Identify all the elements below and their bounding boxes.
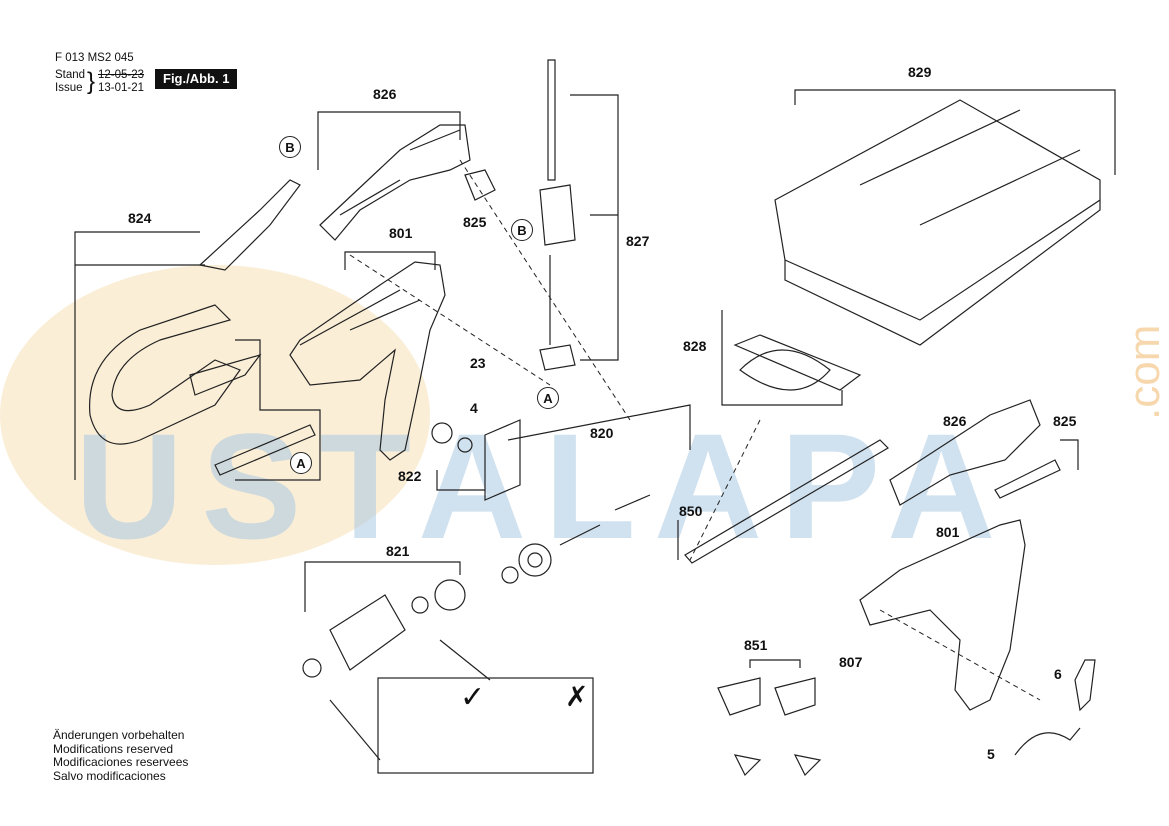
part-801: 801 (389, 225, 413, 241)
part-828: 828 (683, 338, 707, 354)
watermark-text: USTALAPA (75, 402, 1014, 570)
frame-826 (319, 124, 471, 241)
part-23: 23 (470, 355, 486, 371)
issue-date: 13-01-21 (98, 82, 145, 94)
part-825-right: 825 (1053, 413, 1077, 429)
plate-824 (189, 353, 262, 396)
leader-820 (507, 404, 691, 450)
part-850: 850 (679, 503, 703, 519)
housing-801 (289, 261, 446, 461)
strip-824 (214, 424, 316, 476)
plug-5 (1014, 727, 1081, 756)
table-829 (774, 99, 1101, 321)
clamp-851b (774, 677, 816, 716)
stand-label: Stand (55, 69, 86, 81)
leader-801 (344, 251, 436, 270)
part-825 (464, 169, 496, 201)
housing-801b (859, 519, 1026, 711)
motor-821 (329, 594, 406, 671)
part-826-right: 826 (943, 413, 967, 429)
blade-825b (994, 459, 1061, 499)
protractor-828 (733, 334, 862, 391)
inset-box (377, 677, 594, 774)
footer-line-fr: Modificaciones reservees (53, 755, 189, 769)
leader-851 (749, 659, 801, 668)
issue-label: Issue (55, 82, 83, 94)
leader-822 (436, 470, 485, 491)
cable-6 (1074, 659, 1096, 712)
footer-line-de: Änderungen vorbehalten (53, 728, 185, 742)
part-829: 829 (908, 64, 932, 80)
callout-B-left: B (279, 136, 301, 158)
handle-824 (88, 304, 241, 445)
leader-827 (570, 94, 619, 361)
leader-821 (304, 561, 461, 612)
leader-826 (317, 111, 461, 170)
leader-829 (794, 89, 1116, 175)
part-6: 6 (1054, 666, 1062, 682)
footer-line-en: Modifications reserved (53, 741, 174, 756)
part-827: 827 (626, 233, 650, 249)
check-mark-icon: ✓ (460, 681, 486, 714)
handle-826b (889, 399, 1041, 506)
part-821: 821 (386, 543, 410, 559)
part-5: 5 (987, 746, 995, 762)
part-807: 807 (839, 654, 863, 670)
part-825: 825 (463, 214, 487, 230)
cross-mark-icon: ✗ (565, 681, 589, 712)
rod-827 (547, 59, 556, 181)
callout-B-center: B (511, 219, 533, 241)
leader-828 (721, 310, 843, 406)
part-801-right: 801 (936, 524, 960, 540)
callout-A-center: A (537, 387, 559, 409)
gear-820 (518, 543, 552, 577)
leader-824 (74, 231, 200, 480)
callout-A-left: A (290, 452, 312, 474)
footer-notes: Änderungen vorbehalten Modifications res… (53, 728, 189, 783)
board-822 (484, 419, 521, 501)
part-820: 820 (590, 425, 614, 441)
clamp-851a (717, 677, 761, 716)
doc-id: F 013 MS2 045 (55, 52, 134, 64)
stand-date: 12-05-23 (98, 69, 145, 81)
part-822: 822 (398, 468, 422, 484)
footer-line-es: Salvo modificaciones (53, 768, 166, 783)
figure-badge: Fig./Abb. 1 (155, 69, 238, 89)
watermark-circle (0, 265, 430, 565)
part-4: 4 (470, 400, 478, 416)
brace-icon: } (87, 68, 96, 95)
part-824: 824 (128, 210, 152, 226)
part-826: 826 (373, 86, 397, 102)
arm-824-upper (198, 179, 301, 271)
part-851: 851 (744, 637, 768, 653)
fence-850 (684, 439, 889, 564)
